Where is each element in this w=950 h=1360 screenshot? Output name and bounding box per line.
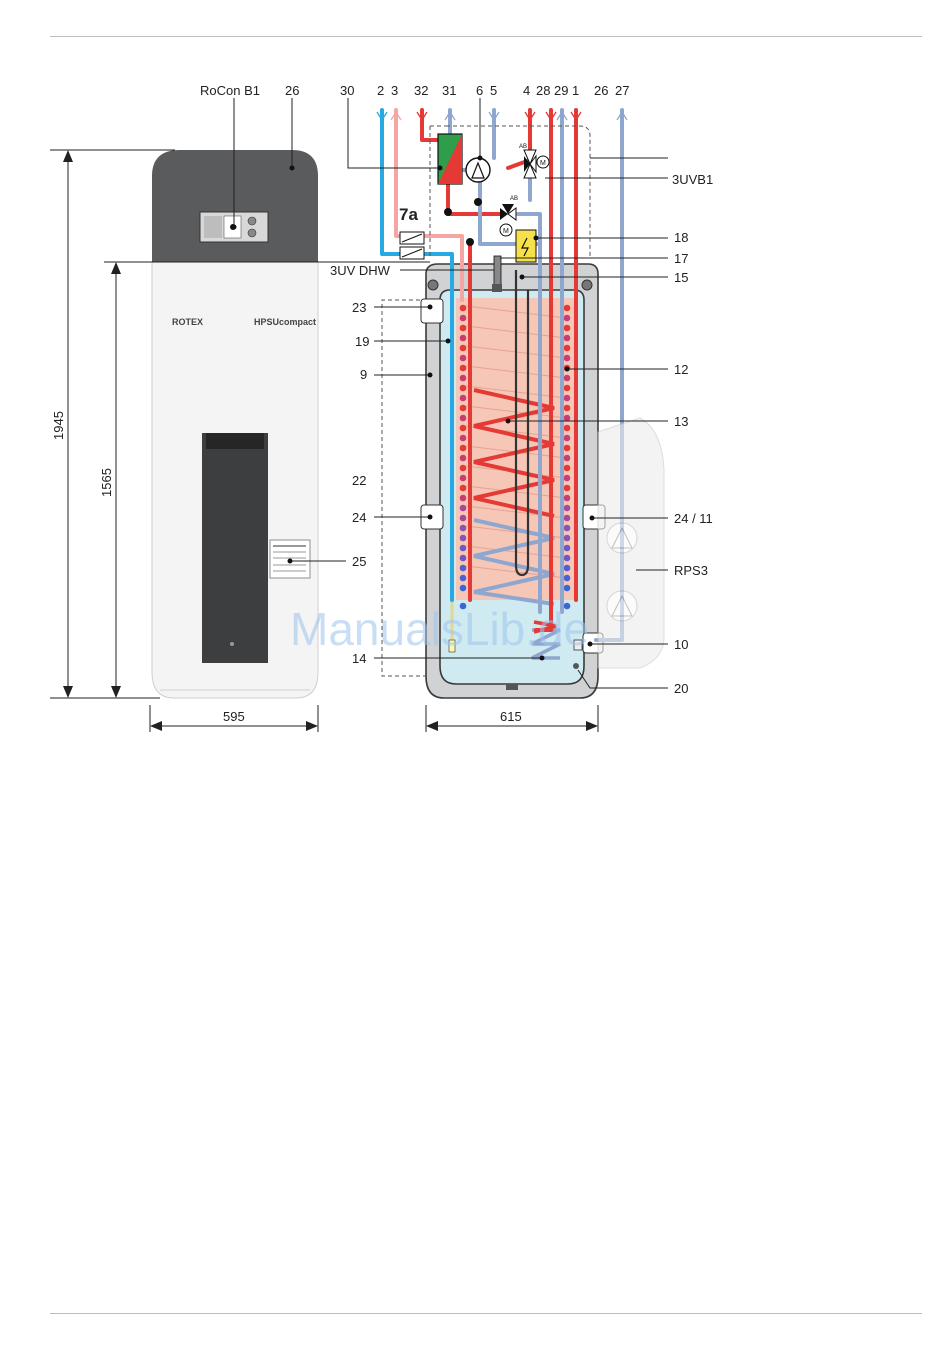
label-28: 28 [536,83,550,98]
label-1: 1 [572,83,579,98]
label-18: 18 [674,230,688,245]
label-22: 22 [352,473,366,488]
label-27: 27 [615,83,629,98]
svg-text:AB: AB [510,196,518,202]
label-29: 29 [554,83,568,98]
label-rps3: RPS3 [674,563,708,578]
dim-width-side: 615 [500,709,522,724]
label-4: 4 [523,83,530,98]
label-rocon: RoCon B1 [200,83,260,98]
dim-width-front: 595 [223,709,245,724]
label-30: 30 [340,83,354,98]
label-20: 20 [674,681,688,696]
label-25: 25 [352,554,366,569]
model-logo: HPSUcompact [254,317,316,327]
label-9: 9 [360,367,367,382]
brand-logo: ROTEX [172,317,203,327]
dim-height-total: 1945 [51,411,66,440]
label-31: 31 [442,83,456,98]
label-6: 6 [476,83,483,98]
label-26-top: 26 [285,83,299,98]
electric-heater-box [516,230,536,262]
label-23: 23 [352,300,366,315]
label-13: 13 [674,414,688,429]
svg-text:AB: AB [519,144,527,150]
label-5: 5 [490,83,497,98]
label-7a: 7a [399,205,418,224]
label-10: 10 [674,637,688,652]
label-15: 15 [674,270,688,285]
label-3uv-dhw: 3UV DHW [330,263,391,278]
svg-text:M: M [540,160,546,167]
watermark: ManualsLib.de [290,603,589,655]
label-17: 17 [674,251,688,266]
label-24: 24 [352,510,366,525]
dim-height-body: 1565 [99,468,114,497]
handle-top-left [421,299,443,323]
rps3-unit [598,418,664,668]
svg-text:M: M [503,228,509,235]
label-24-11: 24 / 11 [674,511,713,526]
label-3: 3 [391,83,398,98]
label-19: 19 [355,334,369,349]
label-12: 12 [674,362,688,377]
label-3uvb1: 3UVB1 [672,172,713,187]
flow-arrows [377,112,627,120]
front-door-panel [202,433,268,663]
label-26-right: 26 [594,83,608,98]
label-2: 2 [377,83,384,98]
label-32: 32 [414,83,428,98]
